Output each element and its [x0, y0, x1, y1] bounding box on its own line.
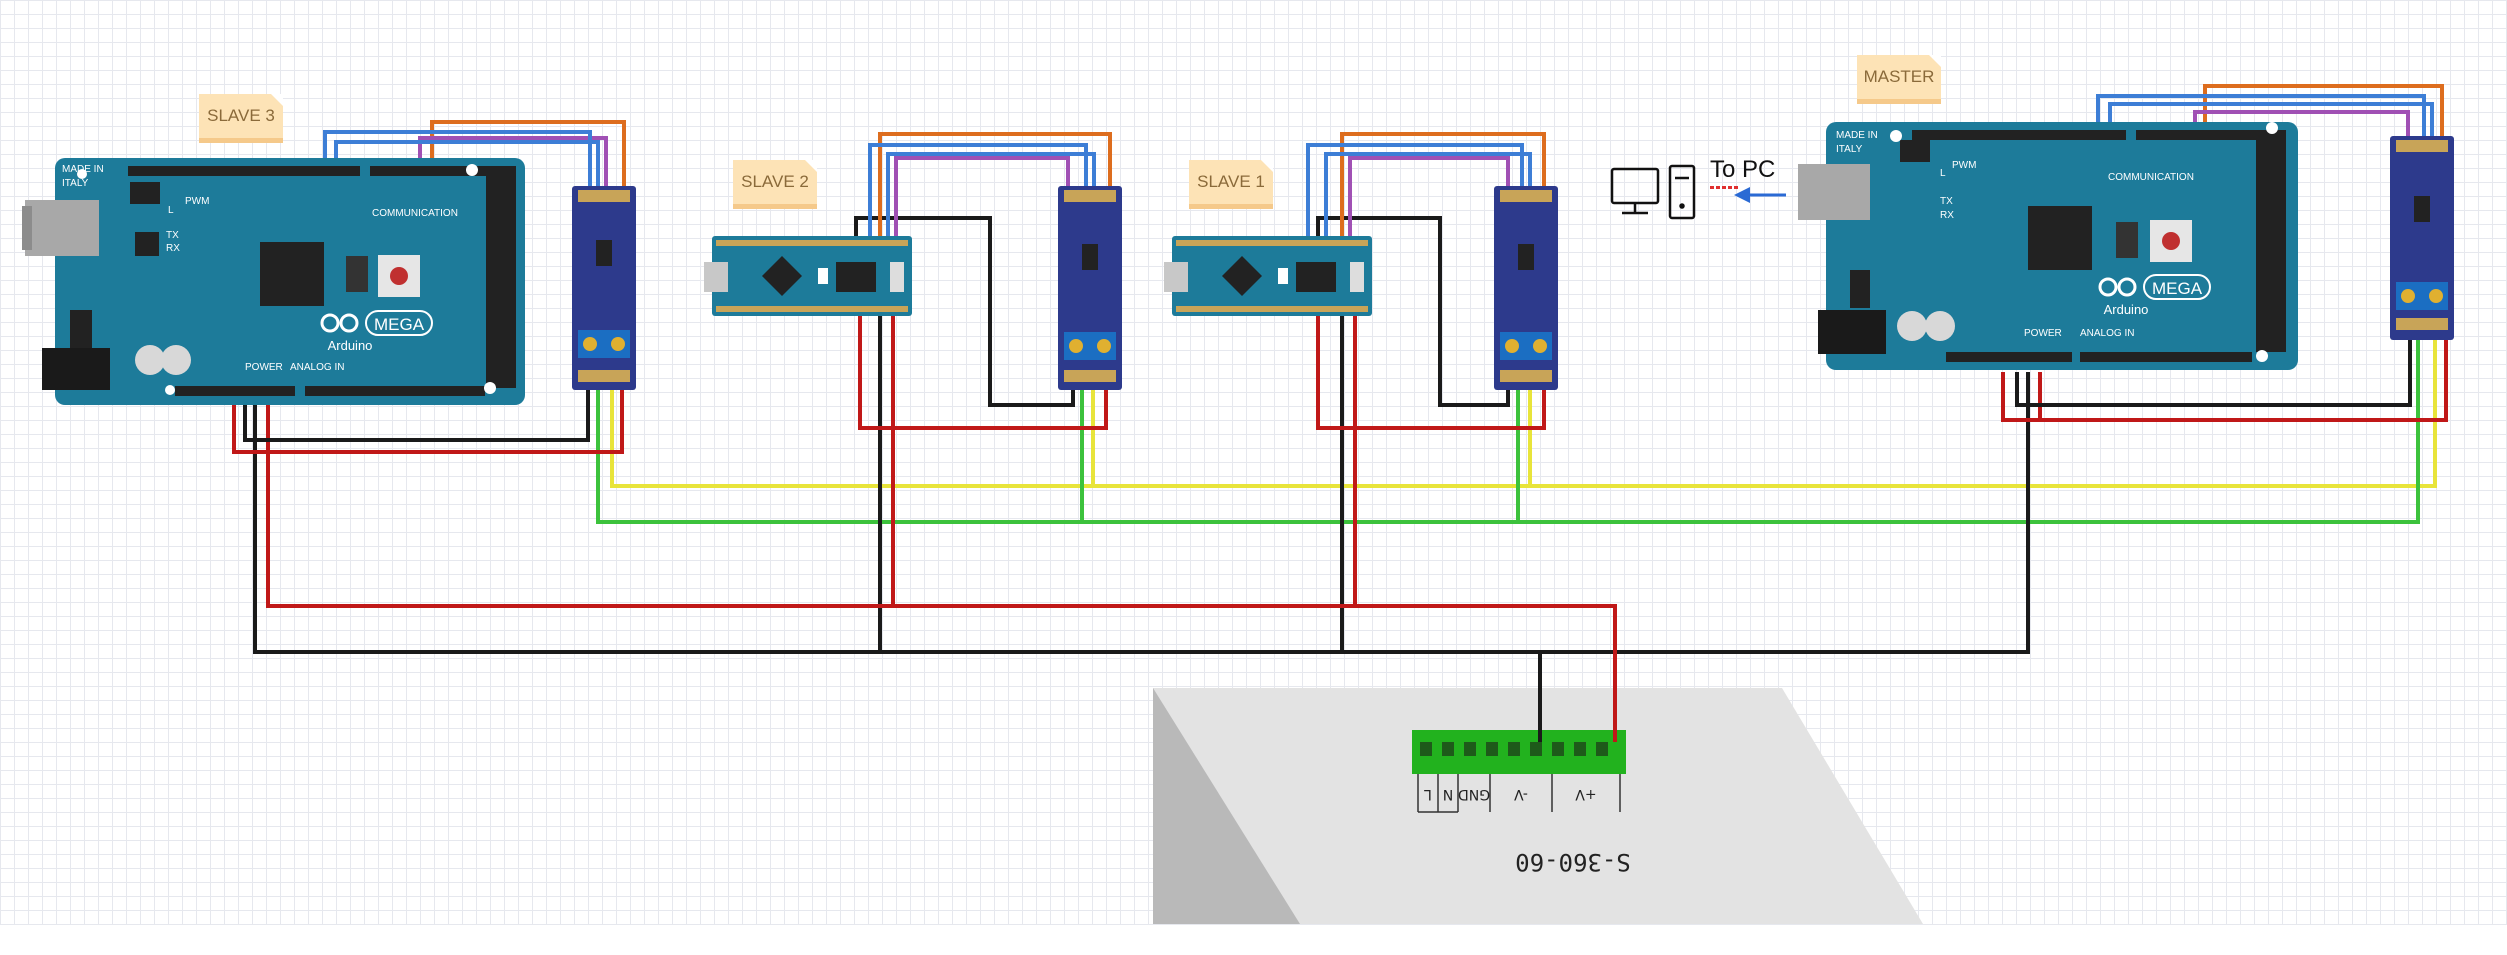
- label-slave3: SLAVE 3: [199, 94, 283, 138]
- label-master: MASTER: [1857, 55, 1941, 99]
- rs485-module-slave3: [572, 186, 636, 390]
- wires: [232, 84, 2448, 742]
- master-brand: Arduino: [2104, 302, 2149, 317]
- master-tx: TX: [1940, 196, 1953, 207]
- master-model: MEGA: [2152, 279, 2203, 298]
- mega3-model: MEGA: [374, 315, 425, 334]
- ps-label-plus-v: +V: [1575, 786, 1597, 802]
- arduino-mega-slave3: MADE IN ITALY COMMUNICATION PWM POWER AN…: [22, 158, 525, 405]
- mega3-analog-in: ANALOG IN: [290, 362, 344, 373]
- ps-label-l: L: [1424, 786, 1432, 802]
- rs485-module-master: [2390, 136, 2454, 340]
- power-supply: L N GND -V +V S-360-60: [1153, 688, 1923, 924]
- mega3-italy: ITALY: [62, 178, 89, 189]
- master-power: POWER: [2024, 328, 2062, 339]
- rs485-module-slave2: [1058, 186, 1122, 390]
- label-slave2: SLAVE 2: [733, 160, 817, 204]
- wire-vcc-bus: [266, 310, 2042, 742]
- master-analog-in: ANALOG IN: [2080, 328, 2134, 339]
- ps-label-gnd: GND: [1458, 786, 1490, 802]
- arduino-nano-slave2: [704, 236, 912, 316]
- master-made-in: MADE IN: [1836, 130, 1878, 141]
- label-slave1: SLAVE 1: [1189, 160, 1273, 204]
- wire-rs485-a: [610, 335, 2437, 488]
- mega3-tx: TX: [166, 230, 179, 241]
- mega3-power: POWER: [245, 362, 283, 373]
- master-rx: RX: [1940, 210, 1954, 221]
- master-italy: ITALY: [1836, 144, 1863, 155]
- master-communication: COMMUNICATION: [2108, 172, 2194, 183]
- ps-label-n: N: [1443, 786, 1453, 802]
- canvas-bottom-margin: [0, 925, 2507, 955]
- master-pwm: PWM: [1952, 160, 1976, 171]
- mega3-made-in: MADE IN: [62, 164, 104, 175]
- arrow-left-icon: [1734, 187, 1786, 203]
- mega3-communication: COMMUNICATION: [372, 208, 458, 219]
- mega3-pwm: PWM: [185, 196, 209, 207]
- to-pc-label: To PC: [1710, 156, 1776, 183]
- spellcheck-underline: [1710, 186, 1738, 189]
- mega3-l: L: [168, 205, 174, 216]
- computer-icon: [1610, 164, 1696, 220]
- mega3-rx: RX: [166, 243, 180, 254]
- arduino-nano-slave1: [1164, 236, 1372, 316]
- ps-model: S-360-60: [1515, 848, 1631, 876]
- master-l: L: [1940, 168, 1946, 179]
- arduino-logo: [2098, 277, 2137, 297]
- wire-gnd-bus: [253, 310, 2030, 742]
- ps-label-minus-v: -V: [1514, 786, 1528, 802]
- arduino-logo: [320, 313, 359, 333]
- rs485-module-slave1: [1494, 186, 1558, 390]
- arduino-mega-master: MADE IN ITALY COMMUNICATION PWM POWER AN…: [1798, 122, 2298, 370]
- mega3-brand: Arduino: [328, 338, 373, 353]
